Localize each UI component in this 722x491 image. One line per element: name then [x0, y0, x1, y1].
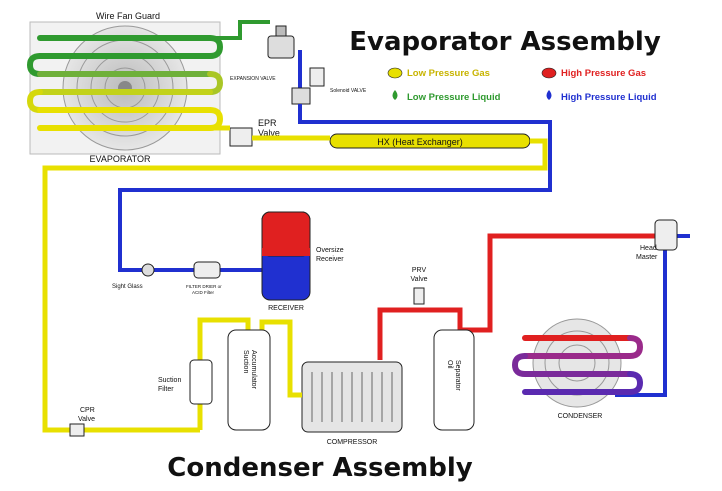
fan-guard-label: Wire Fan Guard [96, 11, 160, 21]
cpr-valve: CPR Valve [69, 407, 95, 437]
legend-item-low-pressure-gas: Low Pressure Gas [387, 67, 490, 79]
prv-valve: PRV Valve [411, 267, 428, 305]
suction-filter-label-2: Filter [158, 386, 174, 393]
compressor-label: COMPRESSOR [327, 439, 378, 446]
head-master: Head Master [636, 219, 678, 261]
title-condenser-assembly: Condenser Assembly [167, 453, 473, 483]
condenser-return-line [615, 236, 667, 397]
receiver-label-2: Receiver [316, 256, 344, 263]
legend-label-high-pressure-gas: High Pressure Gas [561, 68, 646, 79]
hx-label: HX (Heat Exchanger) [377, 137, 463, 147]
hot-gas-line [460, 233, 660, 333]
head-master-label-2: Master [636, 254, 658, 261]
prv-label-1: PRV [412, 267, 427, 274]
accumulator-line [259, 319, 302, 398]
epr-label-2: Valve [258, 128, 280, 138]
epr-label-1: EPR [258, 118, 277, 128]
condenser-label: CONDENSER [558, 413, 603, 420]
legend-item-low-pressure-liquid: Low Pressure Liquid [392, 90, 501, 103]
receiver: Oversize Receiver RECEIVER [261, 211, 344, 312]
cpr-label-2: Valve [78, 416, 95, 423]
head-master-label-1: Head [640, 245, 657, 252]
suction-filter-label-1: Suction [158, 377, 181, 384]
filter-drier-label-2: ACID Filter [192, 290, 215, 295]
sight-glass: Sight Glass [112, 263, 155, 290]
receiver-caption: RECEIVER [268, 305, 304, 312]
title-evaporator-assembly: Evaporator Assembly [349, 27, 661, 57]
condenser: CONDENSER [511, 318, 644, 420]
oil-separator: Oil Separator [433, 329, 475, 431]
sight-glass-label: Sight Glass [112, 284, 143, 290]
solenoid-valve-label: Solenoid VALVE [330, 88, 367, 94]
legend-label-low-pressure-liquid: Low Pressure Liquid [407, 92, 501, 103]
receiver-label-1: Oversize [316, 247, 344, 254]
legend: Low Pressure Gas High Pressure Gas Low P… [387, 67, 657, 103]
compressor: COMPRESSOR [301, 361, 403, 446]
solenoid-valve: Solenoid VALVE [291, 50, 367, 105]
evaporator-label: EVAPORATOR [89, 154, 151, 164]
heat-exchanger: HX (Heat Exchanger) [329, 133, 531, 149]
suction-accumulator: Suction Accumulator [227, 329, 271, 431]
expansion-valve: EXPANSION VALVE [230, 25, 295, 82]
oil-separator-label-2: Separator [454, 360, 461, 391]
evaporator-assembly: Wire Fan Guard EVAPORATOR [26, 11, 224, 164]
cpr-label-1: CPR [80, 407, 95, 414]
suction-filter: Suction Filter [158, 359, 213, 405]
legend-label-high-pressure-liquid: High Pressure Liquid [561, 92, 657, 103]
prv-label-2: Valve [411, 276, 428, 283]
discharge-line [377, 307, 463, 360]
expansion-valve-label: EXPANSION VALVE [230, 76, 276, 82]
suction-accumulator-label-1: Suction [242, 350, 249, 373]
legend-item-high-pressure-liquid: High Pressure Liquid [546, 90, 657, 103]
filter-drier-label-1: FILTER DRIER or [186, 284, 222, 289]
epr-valve: EPR Valve [229, 118, 280, 147]
legend-item-high-pressure-gas: High Pressure Gas [541, 67, 646, 79]
filter-drier: FILTER DRIER or ACID Filter [186, 261, 222, 295]
liquid-line [118, 104, 552, 272]
suction-line-top [210, 125, 330, 141]
legend-label-low-pressure-gas: Low Pressure Gas [407, 68, 490, 79]
low-pressure-liquid-line [210, 20, 270, 40]
oil-separator-label-1: Oil [446, 360, 453, 369]
suction-accumulator-label-2: Accumulator [250, 350, 257, 390]
